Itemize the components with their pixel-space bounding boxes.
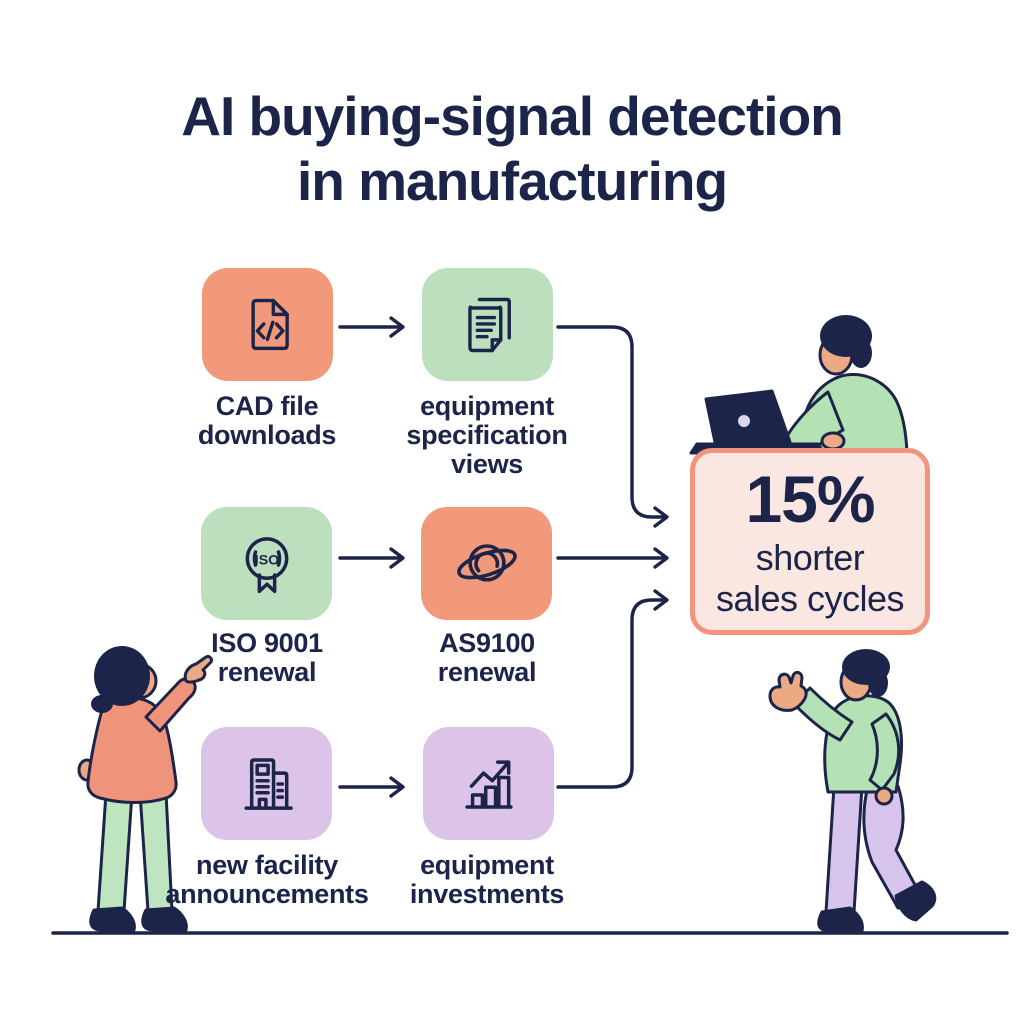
bar-chart-icon (464, 759, 513, 809)
signal-box-new-facility-announcements (201, 727, 332, 840)
walking-man-shoe-front (817, 906, 864, 933)
man-at-laptop-illustration (689, 315, 909, 455)
page-title: AI buying-signal detection in manufactur… (181, 85, 844, 212)
walking-man-shoe-back (894, 880, 937, 922)
signal-label-equipment-investments: equipment investments (409, 850, 565, 909)
signal-label-iso-9001-renewal: ISO 9001 renewal (211, 628, 323, 687)
walking-man-hand-open (768, 670, 808, 712)
signal-box-cad-file-downloads (202, 268, 333, 381)
man-walking-illustration (768, 649, 937, 933)
arrow-specs-to-result (556, 325, 669, 528)
arrow-invest-to-result (556, 589, 669, 789)
woman-shoe-right (141, 906, 188, 932)
signal-label-equipment-specification-views: equipment specification views (406, 391, 568, 479)
result-description: shorter sales cycles (715, 536, 905, 619)
flow-arrows (338, 316, 669, 798)
woman-hair (94, 646, 150, 706)
signal-box-equipment-investments (423, 727, 554, 840)
woman-hand-pointing (183, 655, 213, 684)
woman-pointing-illustration (77, 646, 213, 932)
woman-hair-lobe (91, 695, 113, 713)
iso-badge-icon: ISO (245, 536, 288, 593)
signal-box-iso-9001-renewal: ISO (201, 507, 332, 620)
planet-icon (456, 543, 517, 582)
walking-man-hand-side (874, 786, 894, 806)
walking-man-hair-side (868, 669, 888, 697)
result-value: 15% (745, 461, 875, 536)
signal-label-as9100-renewal: AS9100 renewal (437, 628, 537, 687)
building-icon (243, 757, 293, 810)
signal-label-new-facility-announcements: new facility announcements (165, 850, 369, 909)
signal-box-equipment-specification-views (422, 268, 553, 381)
laptop-logo (738, 415, 750, 427)
laptop-man-hand (820, 431, 846, 451)
result-box: 15% shorter sales cycles (690, 448, 930, 635)
signal-label-cad-file-downloads: CAD file downloads (197, 391, 337, 450)
code-file-icon (250, 298, 289, 350)
iso-badge-text: ISO (254, 552, 278, 568)
walking-man-leg-front (824, 784, 864, 914)
laptop-man-hair-side (850, 338, 872, 368)
signal-box-as9100-renewal (421, 507, 552, 620)
woman-shoe-left (89, 906, 136, 932)
walking-man-arm-raised (792, 686, 854, 742)
woman-leg-left (96, 791, 134, 913)
document-stack-icon (467, 297, 511, 352)
